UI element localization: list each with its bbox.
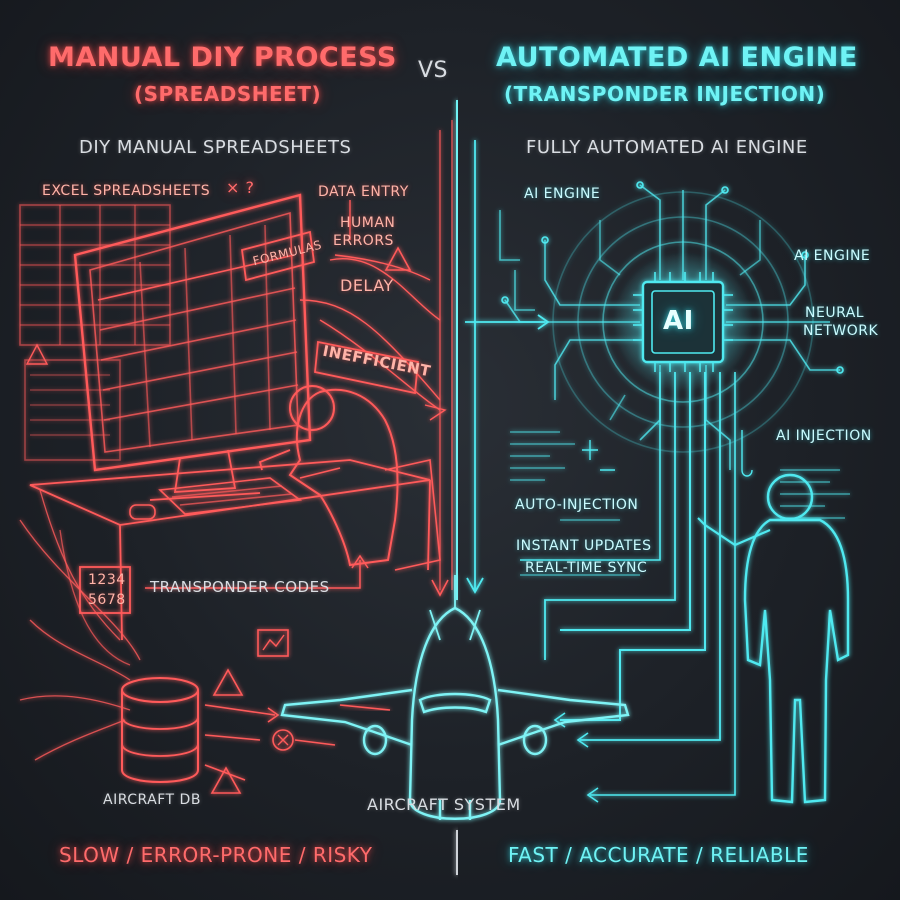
label-ai-engine-top: AI ENGINE	[524, 186, 601, 202]
manual-subtitle: (SPREADSHEET)	[134, 82, 322, 106]
label-aircraft-system: AIRCRAFT SYSTEM	[367, 795, 521, 814]
manual-footer: SLOW / ERROR-PRONE / RISKY	[59, 843, 373, 867]
code-line-1: 1234	[88, 572, 126, 588]
vs-label: VS	[418, 58, 449, 83]
formulas-tag	[241, 230, 315, 282]
hook-icon	[741, 430, 753, 477]
ai-operator	[697, 473, 850, 804]
label-delay: DELAY	[340, 276, 394, 295]
warning-icon	[212, 668, 244, 696]
manual-section-heading: DIY MANUAL SPREADSHEETS	[79, 137, 352, 158]
error-marks-icon: × ?	[226, 178, 255, 197]
label-realtime-sync: REAL-TIME SYNC	[525, 560, 648, 576]
label-transponder-codes: TRANSPONDER CODES	[150, 578, 330, 596]
label-data-entry: DATA ENTRY	[318, 184, 409, 200]
tool-icon	[582, 440, 615, 471]
label-instant-updates: INSTANT UPDATES	[516, 538, 652, 554]
aircraft	[280, 575, 630, 820]
code-line-2: 5678	[88, 592, 126, 608]
label-ai-engine-right: AI ENGINE	[794, 248, 871, 264]
label-errors: ERRORS	[333, 233, 394, 249]
manual-side-art	[19, 130, 449, 794]
label-human: HUMAN	[340, 215, 396, 231]
label-ai-injection: AI INJECTION	[776, 428, 872, 444]
label-network: NETWORK	[803, 323, 879, 339]
ai-section-heading: FULLY AUTOMATED AI ENGINE	[526, 137, 808, 158]
label-aircraft-db: AIRCRAFT DB	[103, 792, 201, 808]
warning-icon	[384, 246, 412, 271]
center-divider	[451, 100, 458, 875]
inefficient-tag	[314, 340, 419, 395]
monitor	[73, 193, 312, 472]
ai-chip-label: AI	[663, 306, 694, 336]
manual-worker	[288, 388, 399, 567]
warning-icon	[210, 766, 242, 794]
chart-icon	[257, 629, 289, 657]
desk	[29, 459, 431, 526]
ai-subtitle: (TRANSPONDER INJECTION)	[504, 82, 826, 106]
background-spreadsheet	[19, 204, 171, 346]
ai-title: AUTOMATED AI ENGINE	[496, 42, 858, 73]
label-auto-injection: AUTO-INJECTION	[515, 497, 639, 513]
aircraft-db	[121, 677, 199, 783]
ai-chip	[641, 280, 725, 364]
ai-side-art	[465, 140, 850, 804]
manual-title: MANUAL DIY PROCESS	[48, 42, 397, 73]
keyboard	[158, 477, 303, 515]
warning-icon	[25, 343, 49, 365]
label-neural: NEURAL	[805, 305, 865, 321]
ai-footer: FAST / ACCURATE / RELIABLE	[508, 843, 809, 867]
label-excel-spreadsheets: EXCEL SPREADSHEETS	[42, 183, 211, 199]
